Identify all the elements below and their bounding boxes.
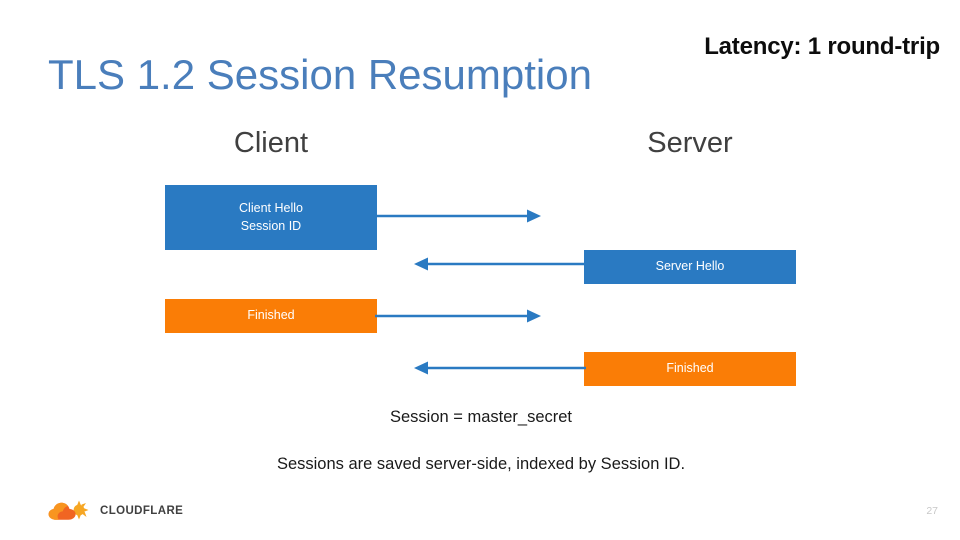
column-heading-client: Client bbox=[233, 127, 309, 159]
message-line-client-hello-2: Session ID bbox=[240, 218, 302, 233]
arrow-left-server-finished-icon bbox=[414, 361, 586, 375]
caption-session-text: Session = master_secret bbox=[389, 408, 573, 426]
message-box-client-finished[interactable]: Finished bbox=[165, 299, 377, 333]
arrow-left-server-hello-icon bbox=[414, 257, 586, 271]
message-line-client-finished-1: Finished bbox=[247, 308, 295, 323]
message-box-client-hello[interactable]: Client Hello Session ID bbox=[165, 185, 377, 250]
caption-note-text: Sessions are saved server-side, indexed … bbox=[276, 455, 686, 473]
page-number: 27 bbox=[926, 505, 938, 517]
caption-session-storage-note: Sessions are saved server-side, indexed … bbox=[0, 455, 960, 474]
cloudflare-wordmark: CLOUDFLARE bbox=[100, 505, 184, 517]
message-line-server-finished-1: Finished bbox=[666, 361, 714, 376]
caption-session-master-secret: Session = master_secret bbox=[0, 408, 960, 427]
cloudflare-logo: CLOUDFLARE bbox=[48, 500, 183, 522]
cloudflare-cloud-sun-icon bbox=[48, 500, 89, 520]
column-heading-server: Server bbox=[647, 127, 733, 159]
message-box-server-finished[interactable]: Finished bbox=[584, 352, 796, 386]
message-line-client-hello-1: Client Hello bbox=[239, 200, 303, 215]
latency-callout: Latency: 1 round-trip bbox=[704, 33, 940, 60]
arrow-right-client-hello-icon bbox=[375, 209, 541, 223]
message-box-server-hello[interactable]: Server Hello bbox=[584, 250, 796, 284]
arrow-right-client-finished-icon bbox=[375, 309, 541, 323]
message-line-server-hello-1: Server Hello bbox=[655, 259, 725, 274]
page-title: TLS 1.2 Session Resumption bbox=[48, 51, 592, 98]
